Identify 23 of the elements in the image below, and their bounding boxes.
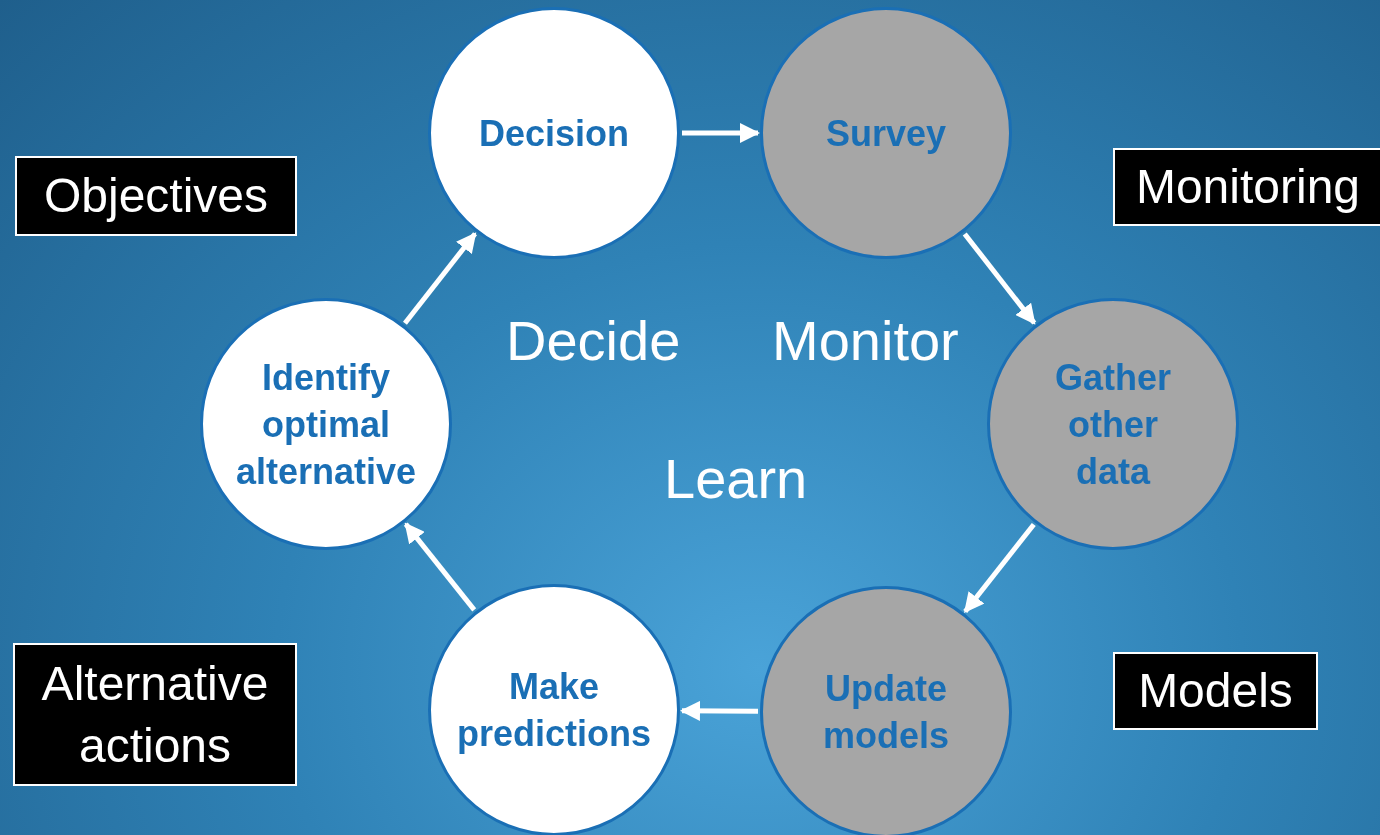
box-label: Alternative actions [40, 655, 270, 774]
node-text: Survey [825, 111, 947, 156]
node-text: Decision [478, 111, 629, 156]
arrow [680, 700, 758, 721]
box-label: Monitoring [1135, 159, 1361, 215]
box-label: Models [1138, 663, 1293, 719]
arrow [403, 522, 477, 612]
node-text: Gather other data [1053, 355, 1172, 494]
stage-label: Monitor [772, 308, 959, 373]
arrow [962, 232, 1037, 325]
arrow [963, 523, 1036, 614]
label-box [15, 156, 297, 236]
node-text: Identify optimal alternative [234, 355, 418, 494]
label-box [1113, 652, 1318, 730]
node-text: Update models [821, 667, 950, 758]
label-box [1113, 148, 1380, 226]
arrow [682, 123, 760, 143]
label-box [13, 643, 297, 786]
stage-label: Learn [664, 446, 808, 511]
box-label: Objectives [43, 168, 269, 224]
stage-label: Decide [506, 308, 681, 373]
arrow [402, 232, 478, 325]
node-text: Make predictions [456, 665, 652, 756]
